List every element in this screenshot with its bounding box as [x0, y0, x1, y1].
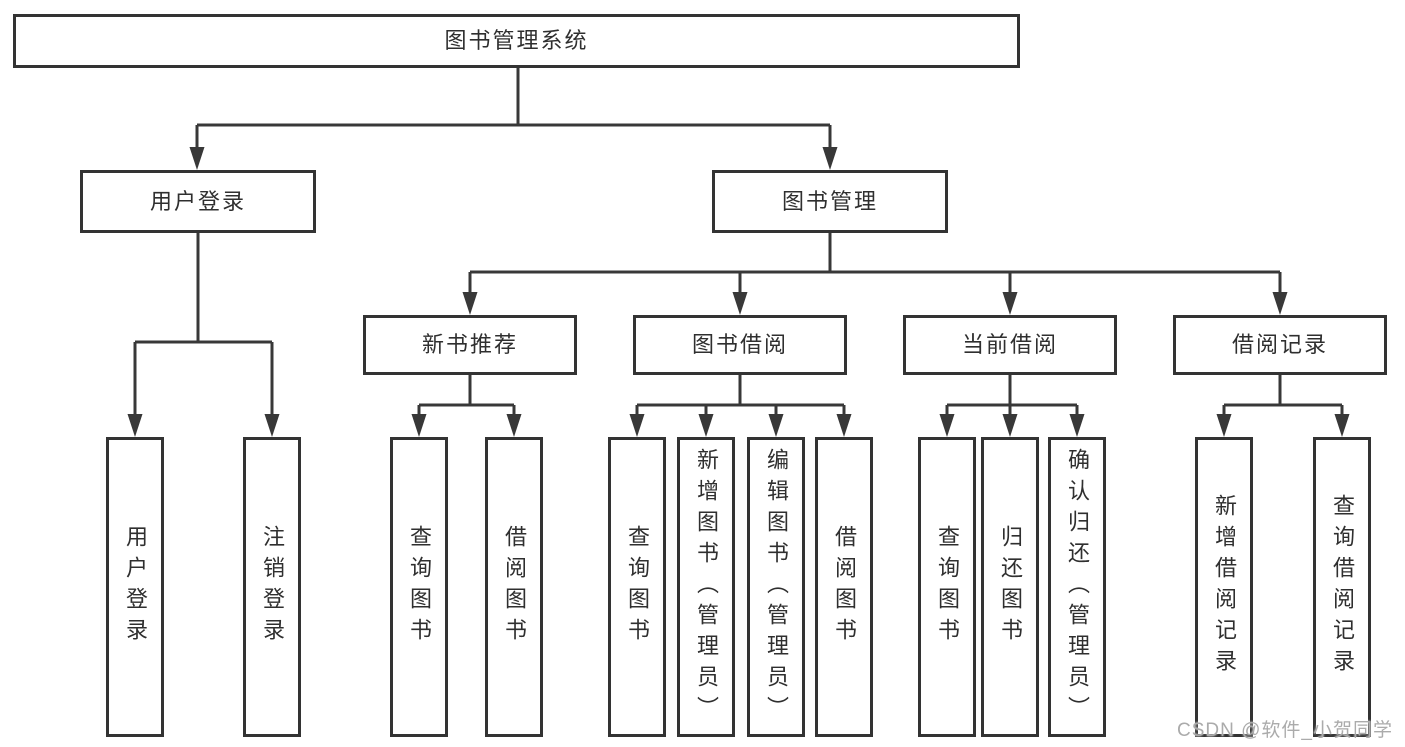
node-label: 新增借阅记录	[1212, 494, 1237, 680]
node-label: 图书借阅	[691, 332, 788, 357]
arrow-head-icon	[822, 147, 838, 170]
node-label: 借阅图书	[832, 525, 857, 649]
arrow-head-icon	[506, 414, 522, 437]
diagram-node-borrow-record: 借阅记录	[1173, 315, 1387, 375]
diagram-node-leaf-query-book-2: 查询图书	[608, 437, 666, 737]
node-label: 查询借阅记录	[1330, 494, 1355, 680]
arrow-head-icon	[189, 147, 205, 170]
arrow-head-icon	[1002, 292, 1018, 315]
diagram-node-leaf-add-book: 新增图书（管理员）	[677, 437, 735, 737]
arrow-head-icon	[698, 414, 714, 437]
node-label: 借阅记录	[1231, 332, 1328, 357]
node-label: 归还图书	[998, 525, 1023, 649]
diagram-node-leaf-logout: 注销登录	[243, 437, 301, 737]
diagram-node-leaf-borrow-book-2: 借阅图书	[815, 437, 873, 737]
diagram-node-new-book-rec: 新书推荐	[363, 315, 577, 375]
node-label: 借阅图书	[502, 525, 527, 649]
diagram-node-book-borrow: 图书借阅	[633, 315, 847, 375]
diagram-node-book-mgmt-branch: 图书管理	[712, 170, 948, 233]
node-label: 注销登录	[260, 525, 285, 649]
node-label: 确认归还（管理员）	[1065, 447, 1090, 727]
diagram-node-leaf-add-borrow-rec: 新增借阅记录	[1195, 437, 1253, 737]
arrow-head-icon	[836, 414, 852, 437]
node-label: 查询图书	[407, 525, 432, 649]
arrow-head-icon	[768, 414, 784, 437]
arrow-head-icon	[264, 414, 280, 437]
arrow-head-icon	[1334, 414, 1350, 437]
node-label: 查询图书	[935, 525, 960, 649]
arrow-head-icon	[1002, 414, 1018, 437]
node-label: 用户登录	[149, 188, 246, 214]
arrow-head-icon	[127, 414, 143, 437]
node-label: 新书推荐	[421, 332, 518, 357]
arrow-head-icon	[939, 414, 955, 437]
arrow-head-icon	[1216, 414, 1232, 437]
diagram-node-leaf-edit-book: 编辑图书（管理员）	[747, 437, 805, 737]
node-label: 新增图书（管理员）	[694, 447, 719, 727]
diagram-node-leaf-return-book: 归还图书	[981, 437, 1039, 737]
node-label: 编辑图书（管理员）	[764, 447, 789, 727]
arrow-head-icon	[462, 292, 478, 315]
diagram-node-leaf-query-borrow-rec: 查询借阅记录	[1313, 437, 1371, 737]
diagram-node-leaf-confirm-return: 确认归还（管理员）	[1048, 437, 1106, 737]
arrow-head-icon	[411, 414, 427, 437]
node-label: 图书管理系统	[444, 28, 589, 53]
diagram-node-leaf-user-login: 用户登录	[106, 437, 164, 737]
arrow-head-icon	[629, 414, 645, 437]
node-label: 图书管理	[781, 188, 878, 214]
diagram-node-leaf-borrow-book-1: 借阅图书	[485, 437, 543, 737]
arrow-head-icon	[1069, 414, 1085, 437]
node-label: 当前借阅	[961, 332, 1058, 357]
node-label: 查询图书	[625, 525, 650, 649]
diagram-node-leaf-query-book-1: 查询图书	[390, 437, 448, 737]
node-label: 用户登录	[123, 525, 148, 649]
diagram-node-user-login-branch: 用户登录	[80, 170, 316, 233]
arrow-head-icon	[1272, 292, 1288, 315]
diagram-node-leaf-query-book-3: 查询图书	[918, 437, 976, 737]
diagram-node-root: 图书管理系统	[13, 14, 1020, 68]
diagram-node-current-borrow: 当前借阅	[903, 315, 1117, 375]
arrow-head-icon	[732, 292, 748, 315]
